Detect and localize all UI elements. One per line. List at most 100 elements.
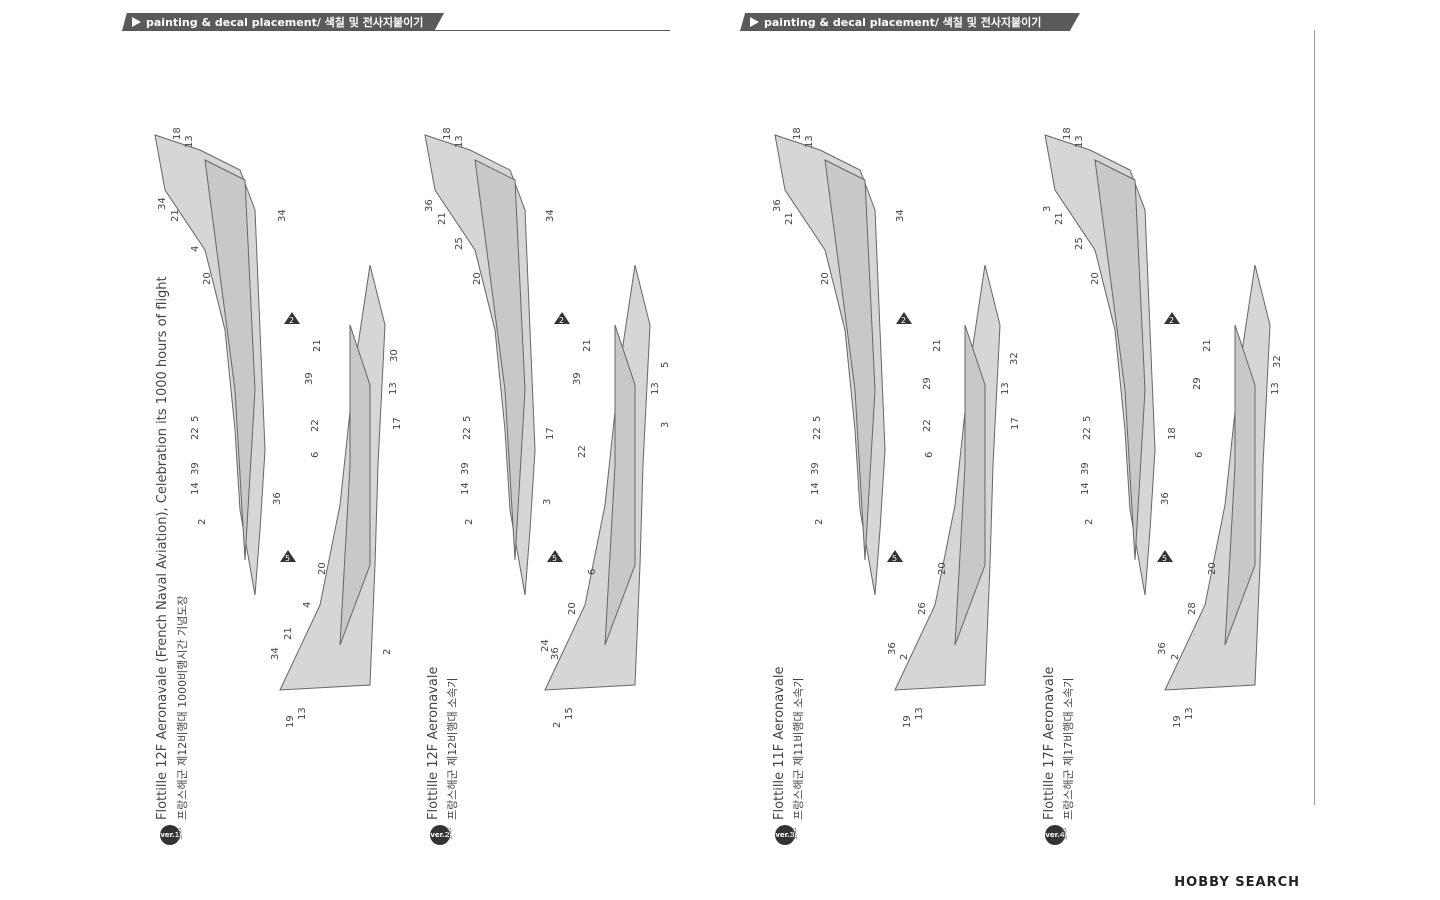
callout: 22 bbox=[922, 419, 933, 432]
callout: 30 bbox=[389, 349, 400, 362]
callout: 36 bbox=[772, 199, 783, 212]
decal-callouts-right: 18 13 36 21 20 22 5 14 39 2 34 21 29 32 … bbox=[772, 127, 1283, 728]
callout: 14 bbox=[190, 482, 201, 495]
arrow-icon bbox=[132, 17, 141, 27]
callout: 6 bbox=[587, 569, 598, 575]
callout: 21 bbox=[312, 339, 323, 352]
callout: 39 bbox=[304, 372, 315, 385]
callout: 20 bbox=[1090, 272, 1101, 285]
marker-triangle-5: 5 bbox=[280, 550, 296, 563]
aircraft-top-view-v2 bbox=[424, 134, 536, 596]
callout: 20 bbox=[937, 562, 948, 575]
svg-text:2: 2 bbox=[559, 316, 564, 325]
callout: 13 bbox=[804, 135, 815, 148]
callout: 34 bbox=[157, 197, 168, 210]
callout: 2 bbox=[382, 649, 393, 655]
callout: 32 bbox=[1272, 355, 1283, 368]
callout: 2 bbox=[899, 654, 910, 660]
callout: 21 bbox=[784, 212, 795, 225]
callout: 19 bbox=[285, 715, 296, 728]
callout: 20 bbox=[820, 272, 831, 285]
aircraft-bottom-view-v1 bbox=[279, 265, 386, 691]
callout: 5 bbox=[812, 416, 823, 422]
callout: 26 bbox=[917, 602, 928, 615]
callout: 3 bbox=[660, 422, 671, 428]
callout: 28 bbox=[1187, 602, 1198, 615]
arrow-icon bbox=[750, 17, 759, 27]
callout: 39 bbox=[190, 462, 201, 475]
aircraft-bottom-view-v4 bbox=[1164, 265, 1271, 691]
callout: 17 bbox=[392, 417, 403, 430]
callout: 36 bbox=[1160, 492, 1171, 505]
header-rule bbox=[122, 30, 670, 31]
callout: 13 bbox=[650, 382, 661, 395]
version-badge: ver.4 bbox=[1045, 825, 1065, 845]
aircraft-top-view-v4 bbox=[1044, 134, 1156, 596]
callout: 32 bbox=[1009, 352, 1020, 365]
callout: 19 bbox=[1172, 715, 1183, 728]
callout: 15 bbox=[564, 707, 575, 720]
callout: 2 bbox=[464, 519, 475, 525]
callout: 21 bbox=[932, 339, 943, 352]
svg-text:2: 2 bbox=[901, 316, 906, 325]
callout: 5 bbox=[462, 416, 473, 422]
callout: 2 bbox=[1170, 654, 1181, 660]
version-badge: ver.1 bbox=[160, 825, 180, 845]
callout: 34 bbox=[270, 647, 281, 660]
callout: 39 bbox=[572, 372, 583, 385]
callout: 36 bbox=[887, 642, 898, 655]
marker-triangle-5: 5 bbox=[1157, 550, 1173, 563]
callout: 18 bbox=[1167, 427, 1178, 440]
instruction-page-left: painting & decal placement/ 색칠 및 전사지붙이기 … bbox=[122, 13, 671, 845]
callout: 29 bbox=[1192, 377, 1203, 390]
callout: 36 bbox=[272, 492, 283, 505]
callout: 21 bbox=[170, 209, 181, 222]
callout: 5 bbox=[1082, 416, 1093, 422]
callout: 25 bbox=[1074, 237, 1085, 250]
callout: 13 bbox=[388, 382, 399, 395]
callout: 17 bbox=[545, 427, 556, 440]
callout: 36 bbox=[424, 199, 435, 212]
callout: 4 bbox=[190, 246, 201, 252]
callout: 18 bbox=[1062, 127, 1073, 140]
callout: 36 bbox=[550, 647, 561, 660]
svg-text:2: 2 bbox=[289, 316, 294, 325]
callout: 14 bbox=[1080, 482, 1091, 495]
marker-triangle-2: 2 bbox=[284, 312, 300, 325]
marker-triangle-2: 2 bbox=[554, 312, 570, 325]
callout: 20 bbox=[567, 602, 578, 615]
section-header: painting & decal placement/ 색칠 및 전사지붙이기 bbox=[122, 13, 444, 31]
callout: 20 bbox=[317, 562, 328, 575]
callout: 2 bbox=[197, 519, 208, 525]
page-border bbox=[1314, 30, 1315, 805]
aircraft-top-view-v1 bbox=[154, 134, 266, 596]
callout: 18 bbox=[442, 127, 453, 140]
callout: 5 bbox=[190, 416, 201, 422]
decal-callouts-left: 18 13 34 21 4 20 22 5 14 39 2 36 34 21 3… bbox=[157, 127, 671, 728]
callout: 13 bbox=[1184, 707, 1195, 720]
callout: 3 bbox=[1042, 206, 1053, 212]
callout: 18 bbox=[792, 127, 803, 140]
callout: 39 bbox=[1080, 462, 1091, 475]
callout: 22 bbox=[190, 427, 201, 440]
callout: 20 bbox=[1207, 562, 1218, 575]
callout: 13 bbox=[914, 707, 925, 720]
callout: 22 bbox=[310, 419, 321, 432]
callout: 21 bbox=[437, 212, 448, 225]
callout: 2 bbox=[1084, 519, 1095, 525]
marker-triangle-2: 2 bbox=[1164, 312, 1180, 325]
callout: 39 bbox=[810, 462, 821, 475]
callout: 20 bbox=[472, 272, 483, 285]
callout: 22 bbox=[462, 427, 473, 440]
callout: 39 bbox=[460, 462, 471, 475]
callout: 36 bbox=[1157, 642, 1168, 655]
section-title: painting & decal placement/ 색칠 및 전사지붙이기 bbox=[764, 16, 1042, 29]
callout: 21 bbox=[283, 627, 294, 640]
svg-text:5: 5 bbox=[1162, 554, 1167, 563]
callout: 29 bbox=[922, 377, 933, 390]
marker-triangle-5: 5 bbox=[547, 550, 563, 563]
callout: 34 bbox=[545, 209, 556, 222]
callout: 22 bbox=[1082, 427, 1093, 440]
callout: 3 bbox=[542, 499, 553, 505]
callout: 5 bbox=[660, 362, 671, 368]
